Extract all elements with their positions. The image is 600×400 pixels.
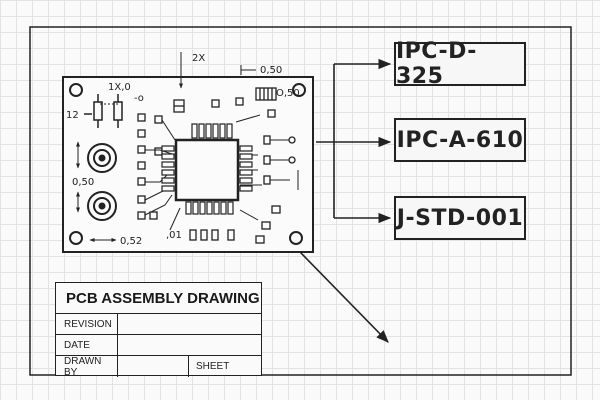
- dim-12: 12: [66, 110, 79, 121]
- title-block: PCB ASSEMBLY DRAWING REVISION DATE DRAWN…: [55, 282, 262, 378]
- title-block-row-revision: REVISION: [56, 314, 261, 335]
- dim-dash-o: -o: [134, 93, 144, 104]
- mounting-hole: [69, 231, 83, 245]
- dim-1x0: 1X,0: [108, 82, 131, 93]
- dimension-lines: [89, 52, 256, 242]
- right-components: [255, 135, 296, 244]
- drawn-by-label: DRAWN BY: [56, 356, 118, 378]
- title-block-row-date: DATE: [56, 335, 261, 356]
- sheet-divider: [188, 356, 189, 377]
- dim-o50-right: O,50: [276, 88, 300, 99]
- drawing-frame: [29, 26, 572, 376]
- date-label: DATE: [56, 335, 118, 355]
- dim-o01: ,01: [166, 230, 182, 241]
- standard-box-ipc-a-610: IPC-A-610: [394, 118, 526, 162]
- sheet-label: SHEET: [196, 361, 230, 372]
- mounting-hole: [69, 83, 83, 97]
- mounting-hole: [292, 83, 306, 97]
- standard-box-ipc-d-325: IPC-D-325: [394, 39, 526, 89]
- round-connectors: [87, 143, 117, 221]
- mounting-hole: [289, 231, 303, 245]
- revision-label: REVISION: [56, 314, 118, 334]
- dim-o50-left: 0,50: [72, 177, 94, 188]
- title-block-row-drawn-by: DRAWN BY SHEET: [56, 356, 261, 378]
- bottom-components: [149, 211, 235, 241]
- main-ic: [161, 123, 253, 215]
- standard-box-j-std-001: J-STD-001: [394, 196, 526, 240]
- top-components: [173, 87, 277, 118]
- dim-o52: 0,52: [120, 236, 142, 247]
- standards-connector: [299, 58, 392, 343]
- dim-2x: 2X: [192, 53, 205, 64]
- resistor-group: [84, 94, 123, 128]
- dim-o50-top: 0,50: [260, 65, 282, 76]
- title-block-title: PCB ASSEMBLY DRAWING: [56, 283, 261, 314]
